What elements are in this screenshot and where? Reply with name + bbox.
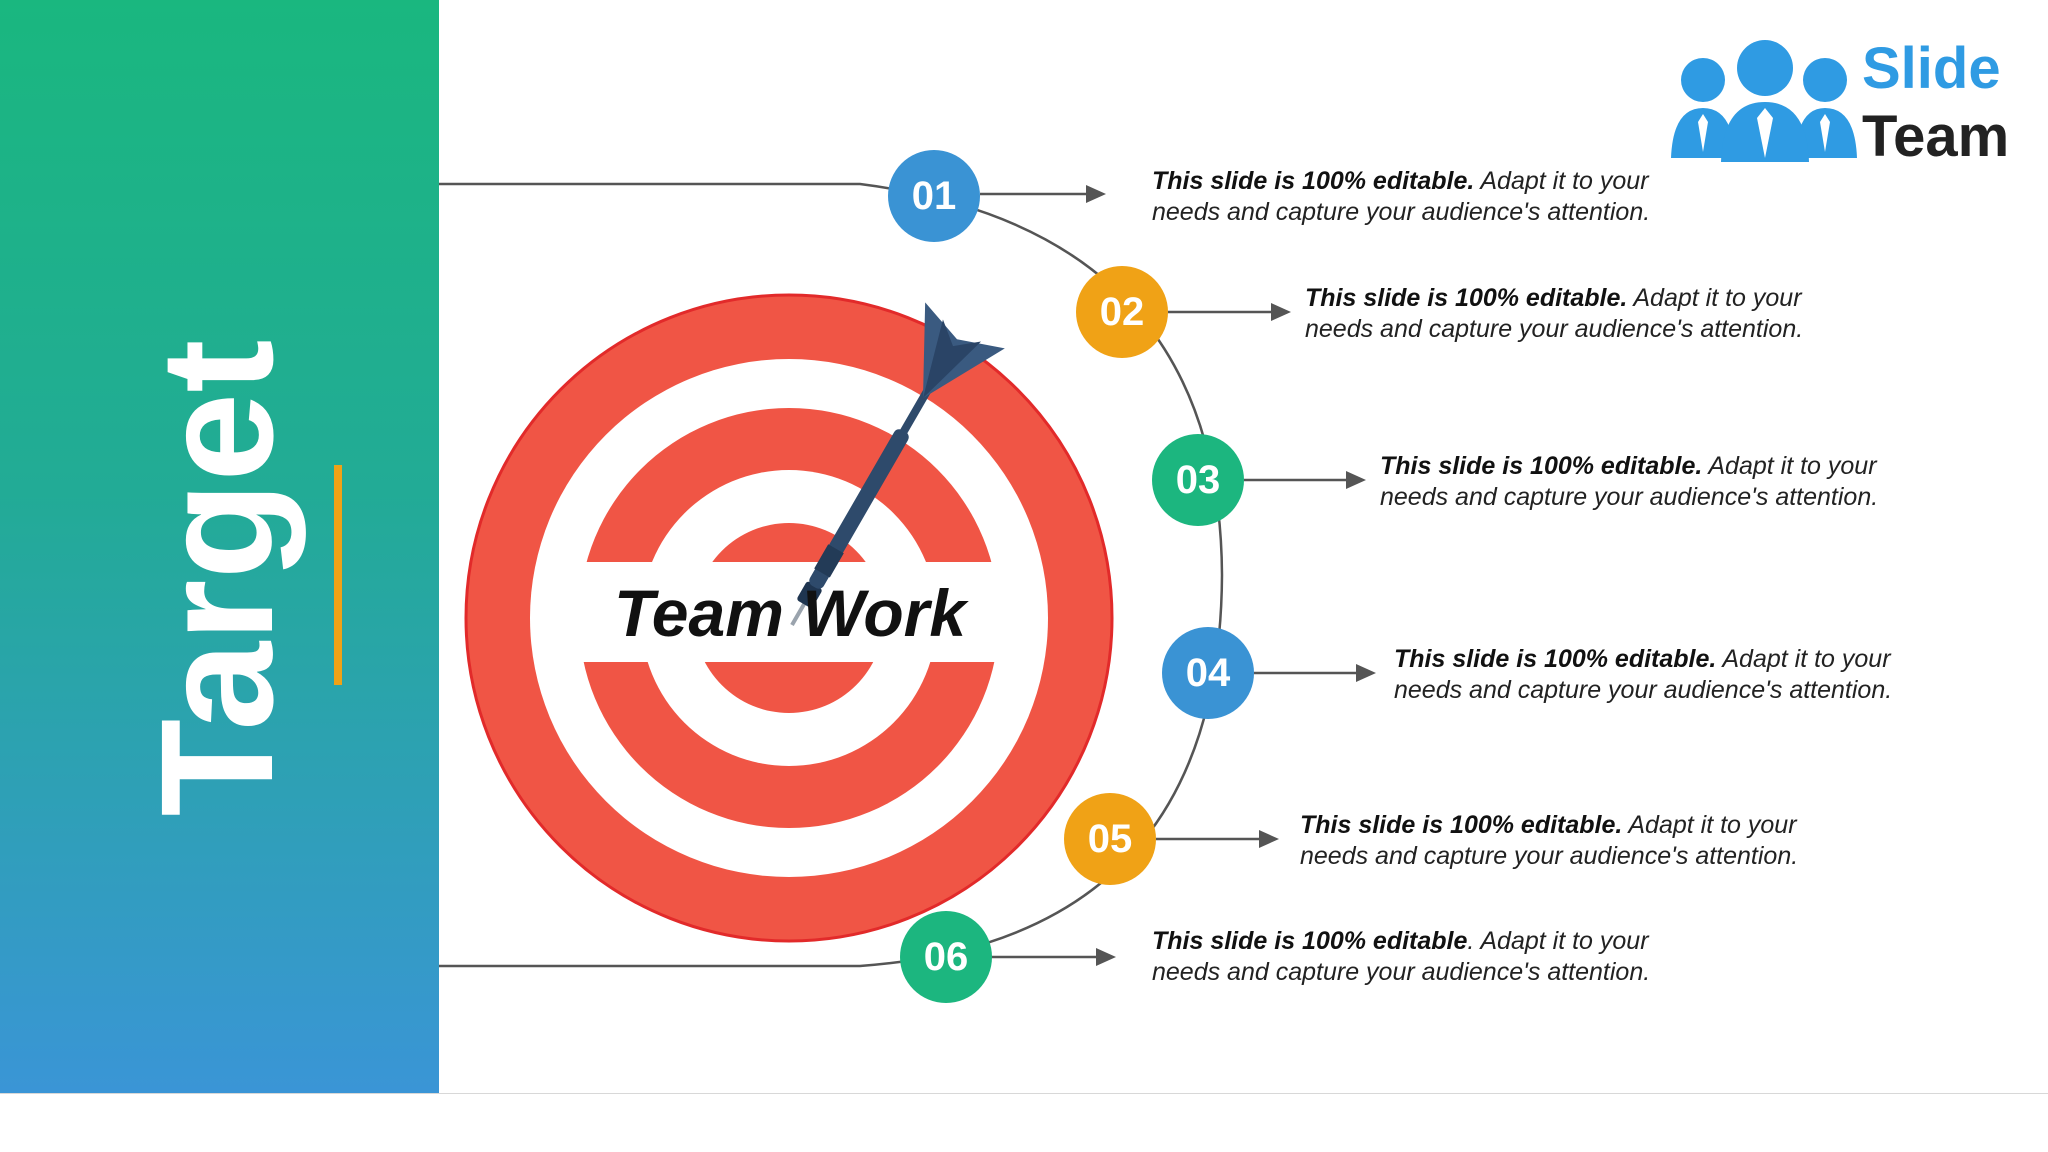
arrow-05	[1156, 830, 1279, 848]
item-bold-01: This slide is 100% editable.	[1152, 167, 1475, 195]
arrow-02	[1168, 303, 1291, 321]
team-people-icon	[1671, 40, 1857, 162]
badge-03: 03	[1152, 434, 1244, 526]
logo-word-slide: Slide	[1862, 36, 2001, 101]
arrow-04	[1254, 664, 1376, 682]
badge-06: 06	[900, 911, 992, 1003]
item-body-05: Adapt it to your needs and capture your …	[1300, 811, 1799, 870]
badge-01: 01	[888, 150, 980, 242]
badge-02: 02	[1076, 266, 1168, 358]
arrow-01	[980, 185, 1106, 203]
item-bold-02: This slide is 100% editable.	[1305, 284, 1628, 312]
item-text-01: This slide is 100% editable. Adapt it to…	[1152, 166, 1712, 228]
item-body-03: Adapt it to your needs and capture your …	[1380, 452, 1879, 511]
item-text-04: This slide is 100% editable. Adapt it to…	[1394, 644, 1954, 706]
item-bold-04: This slide is 100% editable.	[1394, 645, 1717, 673]
logo-word-team: Team	[1862, 104, 2010, 169]
bottom-divider	[0, 1093, 2048, 1094]
item-text-02: This slide is 100% editable. Adapt it to…	[1305, 283, 1865, 345]
item-body-02: Adapt it to your needs and capture your …	[1305, 284, 1804, 343]
item-body-01: Adapt it to your needs and capture your …	[1152, 167, 1651, 226]
arrow-03	[1244, 471, 1366, 489]
slideteam-logo: Slide Team	[1665, 28, 2025, 168]
item-bold-06: This slide is 100% editable	[1152, 927, 1468, 955]
target-board	[464, 293, 1114, 943]
center-label: Team Work	[613, 576, 967, 650]
badge-04: 04	[1162, 627, 1254, 719]
item-body-04: Adapt it to your needs and capture your …	[1394, 645, 1893, 704]
item-bold-05: This slide is 100% editable.	[1300, 811, 1623, 839]
timeline-arc	[439, 182, 1224, 968]
arrow-06	[990, 948, 1116, 966]
item-text-06: This slide is 100% editable. Adapt it to…	[1152, 926, 1712, 988]
label-band	[560, 562, 1020, 662]
item-bold-03: This slide is 100% editable.	[1380, 452, 1703, 480]
item-text-05: This slide is 100% editable. Adapt it to…	[1300, 810, 1860, 872]
item-body-06: . Adapt it to your needs and capture you…	[1152, 927, 1651, 986]
sidebar-panel	[0, 0, 439, 1093]
dart-icon	[790, 302, 1005, 626]
item-text-03: This slide is 100% editable. Adapt it to…	[1380, 451, 1940, 513]
title-accent-bar	[334, 465, 342, 685]
badge-05: 05	[1064, 793, 1156, 885]
